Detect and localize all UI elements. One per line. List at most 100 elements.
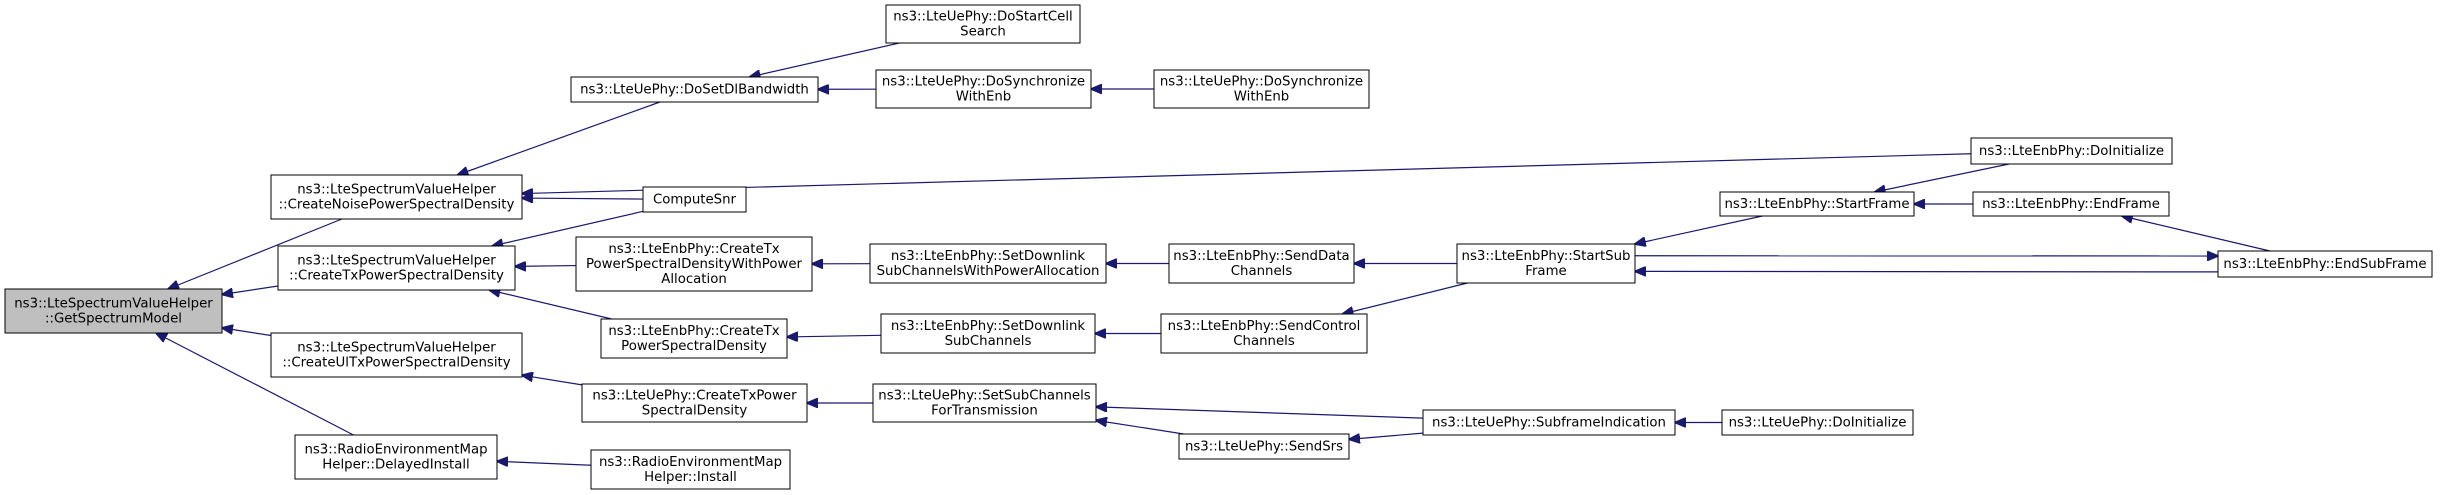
- graph-node-n23[interactable]: ns3::LteUePhy::SubframeIndication: [1422, 409, 1676, 436]
- node-box: [270, 332, 523, 378]
- node-box: [581, 383, 808, 423]
- node-label-line: ns3::LteUePhy::SetSubChannels: [878, 389, 1091, 404]
- node-box: [4, 288, 223, 334]
- node-label-line: ns3::RadioEnvironmentMap: [599, 455, 782, 470]
- edge-n6-to-n1: [522, 198, 644, 199]
- edge-n21-to-n3: [522, 375, 583, 386]
- node-box: [2217, 250, 2433, 278]
- node-label-line: ns3::LteEnbPhy::SendData: [1173, 249, 1349, 264]
- node-label-line: Helper::Install: [644, 470, 737, 485]
- node-label-line: Frame: [1525, 264, 1566, 279]
- node-label-line: Channels: [1233, 334, 1295, 349]
- node-label-line: ::CreateUlTxPowerSpectralDensity: [282, 356, 510, 371]
- node-label-line: ns3::LteEnbPhy::EndFrame: [1982, 197, 2160, 212]
- node-box: [1153, 69, 1370, 109]
- node-box: [1422, 409, 1676, 436]
- node-box: [1719, 191, 1915, 217]
- edge-n19-to-n18: [787, 335, 882, 337]
- edge-n17-to-n16: [2122, 216, 2271, 252]
- edge-n14-to-n20: [1343, 282, 1468, 314]
- node-label-line: SpectralDensity: [642, 404, 748, 419]
- node-label-line: ComputeSnr: [653, 193, 737, 208]
- node-label-line: ns3::LteUePhy::DoInitialize: [1729, 416, 1907, 431]
- edges-layer: [156, 42, 2271, 465]
- node-label-line: ns3::LteUePhy::DoSynchronize: [1160, 75, 1363, 90]
- node-box: [1456, 243, 1636, 284]
- edge-n3-to-n0: [222, 328, 272, 337]
- node-label-line: Allocation: [661, 272, 727, 287]
- node-label-line: ns3::LteEnbPhy::SetDownlink: [891, 249, 1085, 264]
- node-label-line: WithEnb: [956, 90, 1011, 105]
- node-label-line: ns3::LteSpectrumValueHelper: [14, 297, 213, 312]
- node-box: [875, 69, 1092, 109]
- graph-node-n25[interactable]: ns3::LteUePhy::SendSrs: [1178, 433, 1350, 460]
- node-label-line: ns3::LteEnbPhy::CreateTx: [608, 242, 779, 257]
- nodes-layer: ns3::LteSpectrumValueHelper::GetSpectrum…: [4, 4, 2433, 490]
- node-box: [869, 243, 1107, 284]
- graph-node-n0[interactable]: ns3::LteSpectrumValueHelper::GetSpectrum…: [4, 288, 223, 334]
- graph-node-n18[interactable]: ns3::LteEnbPhy::CreateTxPowerSpectralDen…: [600, 318, 788, 359]
- graph-node-n21[interactable]: ns3::LteUePhy::CreateTxPowerSpectralDens…: [581, 383, 808, 423]
- node-label-line: Search: [960, 25, 1006, 40]
- graph-node-n12[interactable]: ns3::LteEnbPhy::SetDownlinkSubChannelsWi…: [869, 243, 1107, 284]
- edge-n17-to-n14: [1635, 271, 2219, 272]
- graph-node-n24[interactable]: ns3::LteUePhy::DoInitialize: [1721, 409, 1914, 436]
- node-label-line: SubChannels: [945, 334, 1032, 349]
- graph-node-n17[interactable]: ns3::LteEnbPhy::EndSubFrame: [2217, 250, 2433, 278]
- node-label-line: ns3::LteUePhy::DoSynchronize: [882, 75, 1085, 90]
- node-label-line: Channels: [1231, 264, 1293, 279]
- node-label-line: WithEnb: [1234, 90, 1289, 105]
- graph-node-n5[interactable]: ns3::LteUePhy::DoSetDlBandwidth: [570, 76, 819, 103]
- graph-node-n22[interactable]: ns3::LteUePhy::SetSubChannelsForTransmis…: [872, 383, 1097, 423]
- node-box: [575, 236, 813, 292]
- graph-node-n7[interactable]: ns3::LteEnbPhy::DoInitialize: [1970, 137, 2173, 165]
- node-label-line: PowerSpectralDensity: [621, 339, 767, 354]
- node-box: [885, 4, 1081, 44]
- node-label-line: Helper::DelayedInstall: [322, 458, 469, 473]
- node-label-line: ns3::RadioEnvironmentMap: [304, 443, 487, 458]
- graph-node-n3[interactable]: ns3::LteSpectrumValueHelper::CreateUlTxP…: [270, 332, 523, 378]
- node-label-line: ns3::LteUePhy::SendSrs: [1185, 440, 1343, 455]
- node-box: [880, 313, 1096, 354]
- node-label-line: ::GetSpectrumModel: [45, 312, 182, 327]
- edge-n4-to-n0: [156, 333, 354, 436]
- node-box: [570, 76, 819, 103]
- node-label-line: ns3::LteUePhy::CreateTxPower: [592, 389, 797, 404]
- node-label-line: ns3::LteSpectrumValueHelper: [297, 341, 496, 356]
- node-label-line: ns3::LteEnbPhy::EndSubFrame: [2223, 257, 2426, 272]
- graph-node-n2[interactable]: ns3::LteSpectrumValueHelper::CreateTxPow…: [277, 245, 516, 291]
- graph-node-n6[interactable]: ComputeSnr: [642, 186, 747, 213]
- node-box: [1972, 191, 2170, 217]
- edge-n8-to-n5: [750, 42, 900, 77]
- edge-n2-to-n0: [222, 285, 279, 295]
- graph-node-n11[interactable]: ns3::LteEnbPhy::CreateTxPowerSpectralDen…: [575, 236, 813, 292]
- node-box: [277, 245, 516, 291]
- edge-n1-to-n0: [168, 218, 343, 289]
- node-box: [1970, 137, 2173, 165]
- node-box: [872, 383, 1097, 423]
- graph-node-n16[interactable]: ns3::LteEnbPhy::EndFrame: [1972, 191, 2170, 217]
- node-label-line: SubChannelsWithPowerAllocation: [877, 264, 1100, 279]
- graph-node-n15[interactable]: ns3::LteEnbPhy::StartFrame: [1719, 191, 1915, 217]
- node-box: [270, 174, 523, 220]
- edge-n23-to-n22: [1096, 407, 1424, 419]
- node-label-line: ns3::LteEnbPhy::StartFrame: [1724, 197, 1909, 212]
- edge-n18-to-n2: [489, 290, 612, 320]
- graph-node-n1[interactable]: ns3::LteSpectrumValueHelper::CreateNoise…: [270, 174, 523, 220]
- node-box: [642, 186, 747, 213]
- graph-node-n4[interactable]: ns3::RadioEnvironmentMapHelper::DelayedI…: [294, 434, 498, 480]
- node-box: [294, 434, 498, 480]
- node-label-line: ns3::LteEnbPhy::StartSub: [1462, 249, 1631, 264]
- node-label-line: ns3::LteSpectrumValueHelper: [297, 254, 496, 269]
- node-box: [1160, 313, 1368, 354]
- node-label-line: ns3::LteEnbPhy::DoInitialize: [1979, 144, 2164, 159]
